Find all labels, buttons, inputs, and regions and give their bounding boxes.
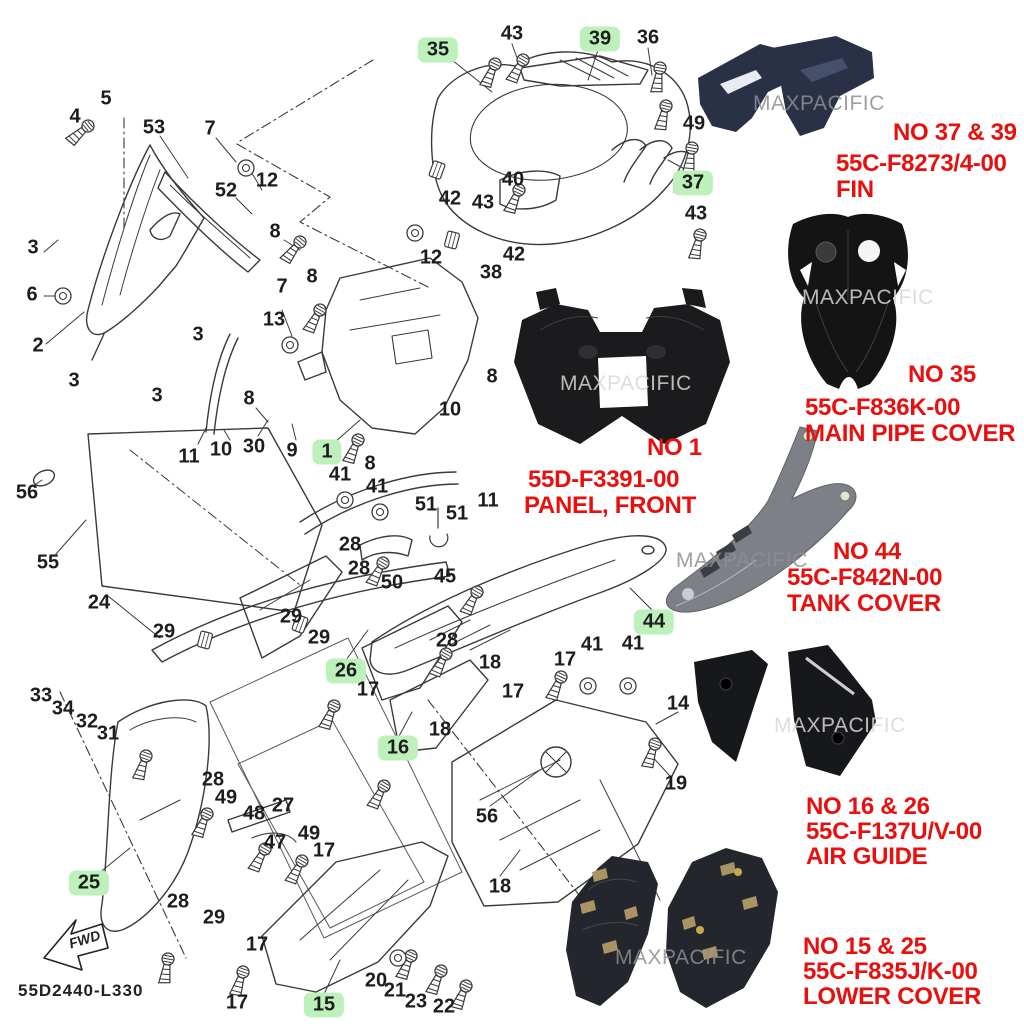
front-panel-part-photo <box>514 288 730 444</box>
main-pipe-cover-part-photo <box>788 213 908 389</box>
lineart <box>32 43 695 995</box>
windscreen-lineart <box>32 427 451 663</box>
fin-part-photo <box>698 36 874 136</box>
diagram-code: 55D2440-L330 <box>18 981 144 1000</box>
tank-cover-part-photo <box>665 426 857 613</box>
front-panel-lineart <box>297 257 479 435</box>
inner-panel-lineart <box>451 699 679 907</box>
lower-cover-part-photo <box>566 848 778 1008</box>
fwd-arrow: FWD <box>43 919 109 971</box>
front-cowl-lineart <box>86 144 261 361</box>
tank-cover-lineart <box>369 535 667 675</box>
lower-cover-lineart <box>100 699 449 993</box>
air-guide-part-photo <box>694 645 876 776</box>
